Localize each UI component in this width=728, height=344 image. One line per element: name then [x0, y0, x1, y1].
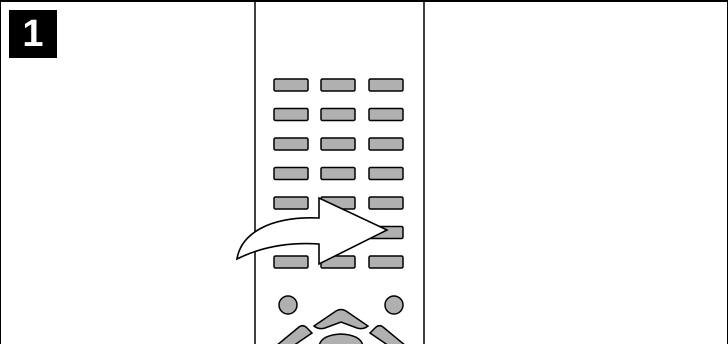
dpad-right	[370, 326, 406, 344]
remote-button-r2-c1	[274, 109, 308, 121]
remote-button-r4-c2	[321, 168, 355, 180]
dpad-up	[314, 310, 368, 329]
remote-button-r4-c1	[274, 168, 308, 180]
remote-button-r3-c3	[369, 138, 403, 150]
remote-button-r1-c3	[369, 79, 403, 91]
remote-button-r2-c3	[369, 109, 403, 121]
remote-button-r3-c2	[321, 138, 355, 150]
remote-button-r5-c3	[369, 197, 403, 209]
remote-button-r7-c3	[369, 256, 403, 268]
remote-button-r4-c3	[369, 168, 403, 180]
remote-button-r7-c1	[274, 256, 308, 268]
round-button-right	[385, 296, 403, 314]
remote-button-r1-c2	[321, 79, 355, 91]
dpad-center	[319, 334, 363, 344]
curved-arrow-icon	[237, 198, 387, 264]
remote-button-r5-c1	[274, 197, 308, 209]
remote-button-r3-c1	[274, 138, 308, 150]
remote-button-r2-c2	[321, 109, 355, 121]
dpad-left	[276, 326, 312, 344]
remote-button-r1-c1	[274, 79, 308, 91]
round-button-left	[279, 296, 297, 314]
